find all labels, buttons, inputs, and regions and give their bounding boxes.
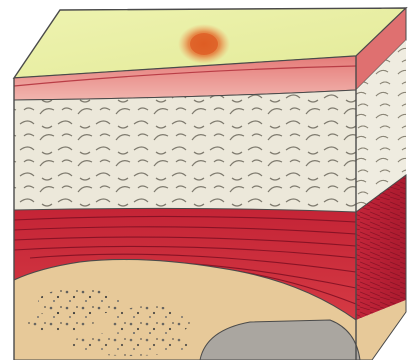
front-face: [14, 56, 360, 360]
right-side-face: [356, 8, 406, 360]
